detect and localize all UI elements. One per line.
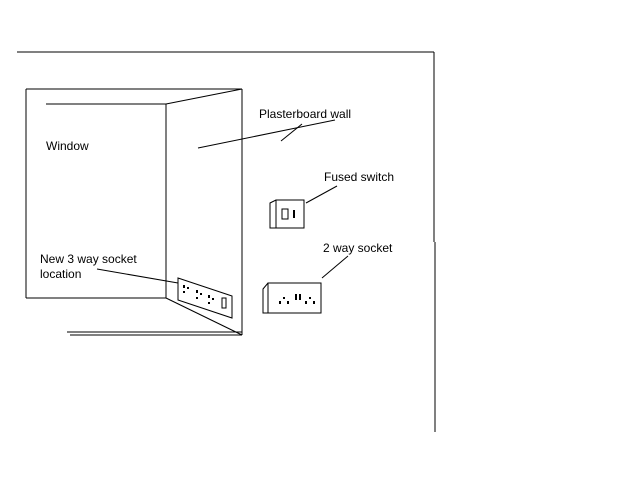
plasterboard-leader bbox=[197, 119, 336, 149]
plasterboard-wall bbox=[165, 88, 243, 336]
window-label: Window bbox=[46, 139, 89, 153]
plasterboard-leader-2 bbox=[280, 123, 303, 142]
three-way-socket-body bbox=[177, 277, 233, 319]
reveal-bottom-diagonal bbox=[165, 297, 243, 336]
room-outline bbox=[17, 51, 436, 432]
fused-switch-leader bbox=[305, 185, 338, 204]
two-way-socket-leader bbox=[321, 255, 349, 279]
three-way-socket bbox=[177, 277, 233, 319]
fused-switch-label: Fused switch bbox=[324, 170, 394, 184]
two-way-socket bbox=[262, 282, 322, 314]
fused-switch bbox=[269, 199, 305, 229]
new-socket-label-line1: New 3 way socket bbox=[40, 252, 137, 266]
two-way-socket-side bbox=[262, 282, 322, 314]
fused-switch-front bbox=[275, 199, 305, 229]
plasterboard-wall-label: Plasterboard wall bbox=[259, 107, 351, 121]
two-way-pinholes-icon bbox=[279, 294, 315, 304]
socket-switch-icon bbox=[221, 297, 227, 309]
switch-rocker-icon bbox=[293, 210, 295, 218]
leader-lines bbox=[96, 119, 349, 284]
new-socket-label-line2: location bbox=[40, 267, 81, 281]
two-way-socket-label: 2 way socket bbox=[323, 241, 393, 255]
two-way-socket-front bbox=[267, 282, 322, 314]
reveal-top-diagonal bbox=[165, 88, 243, 105]
fuse-holder-icon bbox=[281, 208, 289, 220]
fused-switch-side bbox=[269, 199, 305, 229]
window-opening bbox=[25, 88, 242, 336]
socket-pinholes-icon bbox=[183, 285, 214, 304]
new-socket-leader bbox=[96, 268, 179, 284]
